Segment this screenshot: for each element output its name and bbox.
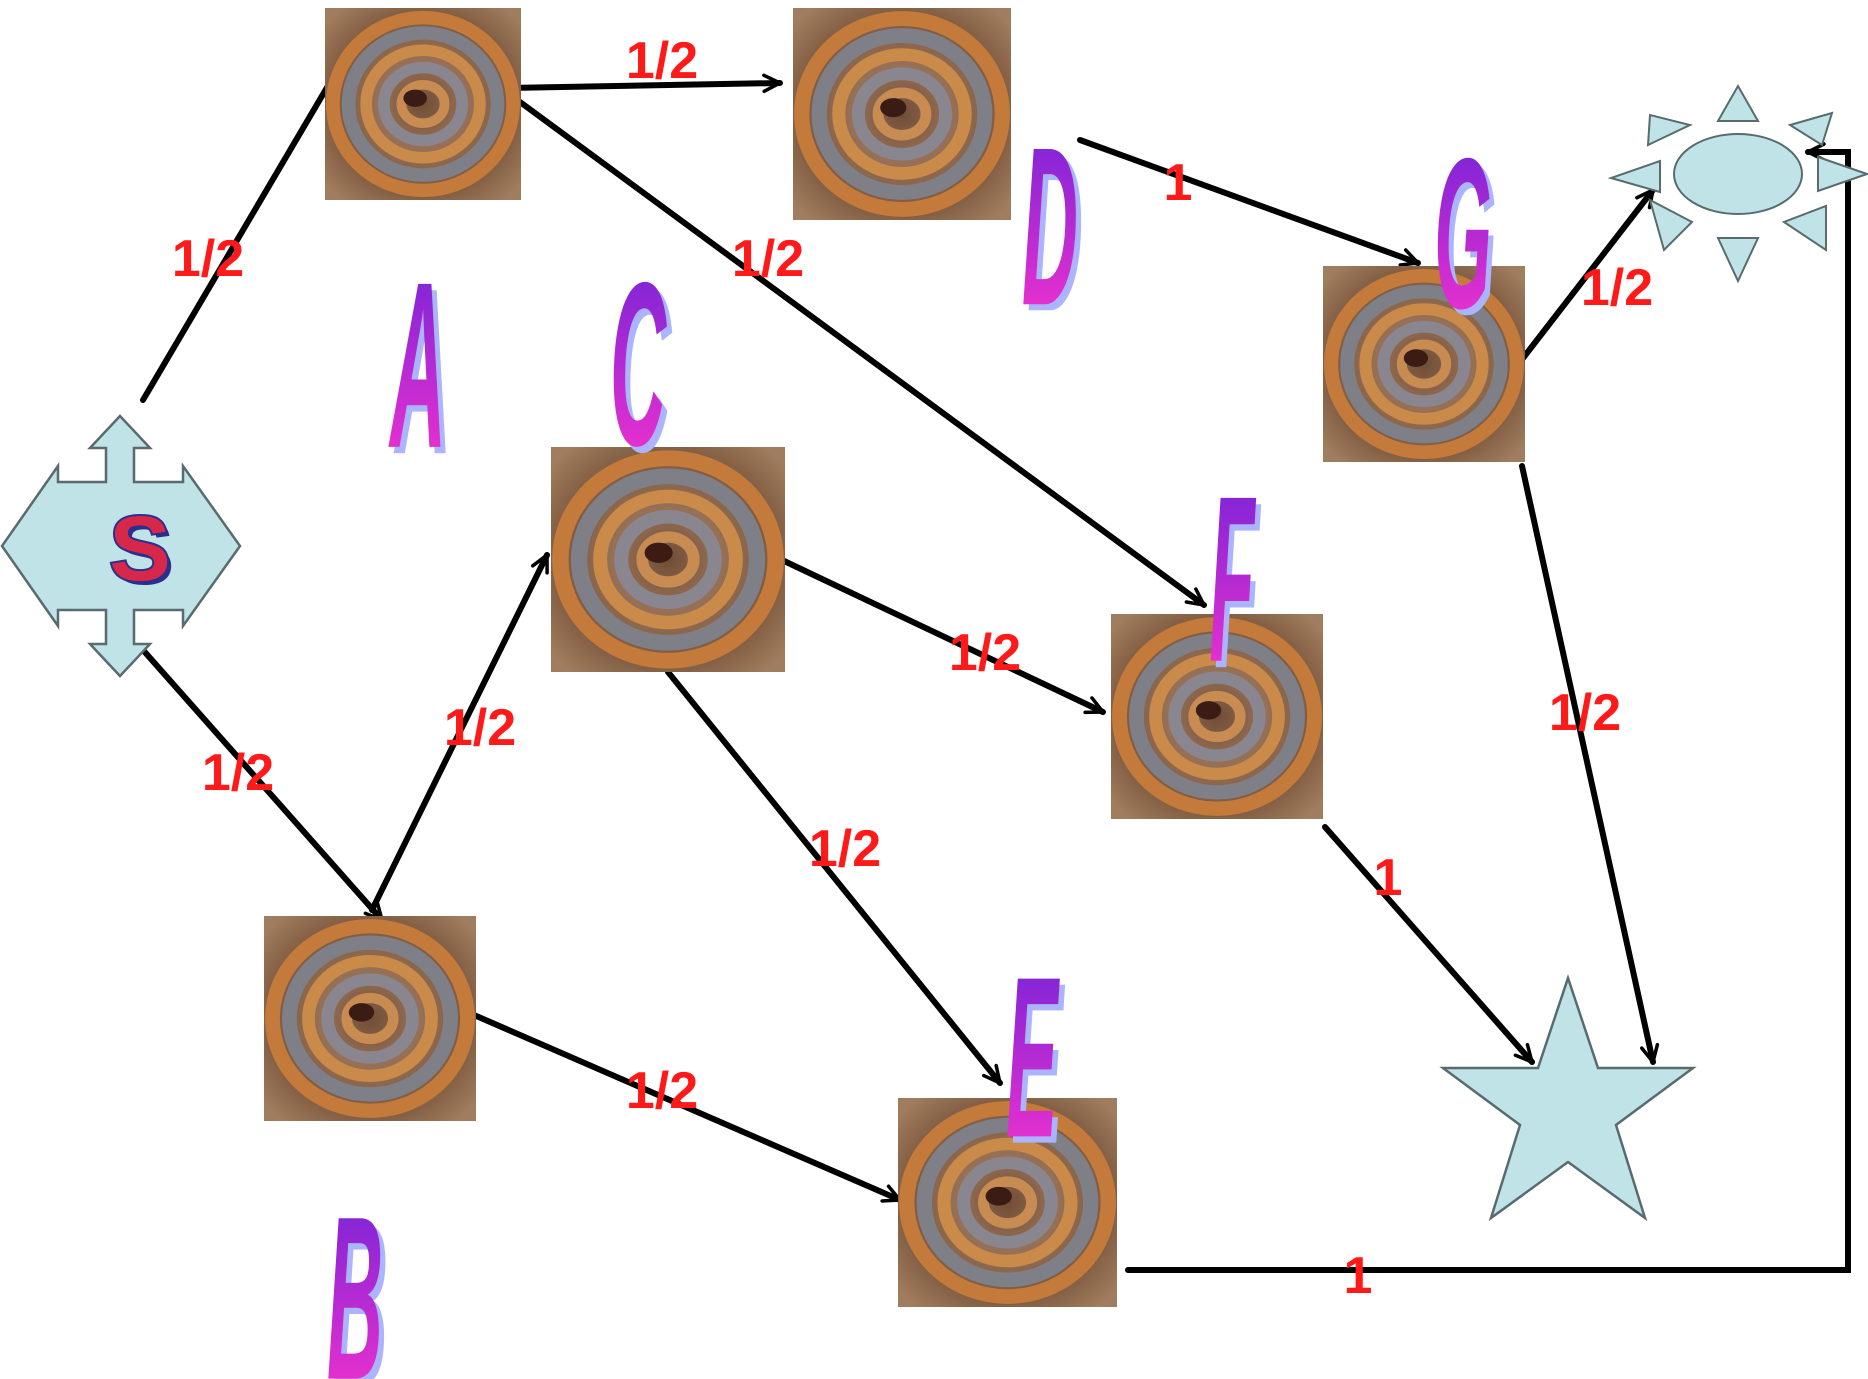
edge-label-c-f: 1/2 — [949, 624, 1021, 682]
edge-label-f-star: 1 — [1374, 849, 1403, 907]
node-a — [325, 8, 521, 200]
edge-g-sun — [1517, 187, 1656, 365]
edge-c-e — [665, 669, 1003, 1086]
start-node: S S — [0, 414, 242, 678]
node-label-c: C — [610, 234, 667, 494]
node-label-a: A — [388, 233, 446, 498]
edge-label-b-c: 1/2 — [444, 699, 516, 757]
node-label-d: D — [1022, 100, 1078, 353]
star-terminal — [1439, 974, 1697, 1222]
stone-b-icon — [264, 916, 476, 1121]
edge-label-d-g: 1 — [1164, 154, 1193, 212]
edge-label-a-f: 1/2 — [732, 230, 804, 288]
edge-label-e-sun: 1 — [1344, 1247, 1373, 1305]
edge-s-a — [140, 59, 345, 403]
edge-a-f — [517, 99, 1207, 608]
edge-b-e — [471, 1012, 903, 1203]
sun-icon — [1607, 83, 1868, 284]
node-letters: A A C C D D G G F F E E B B — [327, 100, 1497, 1379]
star-icon — [1439, 974, 1697, 1222]
edges — [140, 59, 1851, 1273]
stone-a-icon — [325, 8, 521, 200]
node-label-g: G — [1434, 115, 1492, 354]
node-label-g-shadow: G — [1439, 121, 1497, 360]
node-b — [264, 916, 476, 1121]
node-label-f-shadow: F — [1214, 454, 1261, 719]
edge-a-d — [503, 73, 783, 94]
start-label-shadow: S — [113, 502, 174, 604]
node-label-b-shadow: B — [332, 1174, 388, 1379]
node-label-b: B — [327, 1168, 383, 1379]
edge-label-b-e: 1/2 — [626, 1062, 698, 1120]
edge-label-s-a: 1/2 — [172, 230, 244, 288]
edge-c-f — [779, 557, 1106, 715]
stone-d-icon — [793, 8, 1011, 220]
edge-label-s-b: 1/2 — [202, 744, 274, 802]
edge-s-b — [140, 647, 385, 923]
edge-d-g — [1077, 137, 1421, 267]
edge-label-c-e: 1/2 — [809, 820, 881, 878]
node-label-f: F — [1209, 448, 1256, 713]
four-way-arrow-icon — [0, 414, 242, 678]
edge-f-star — [1322, 824, 1535, 1065]
start-label: S — [109, 498, 170, 600]
edge-label-a-d: 1/2 — [626, 32, 698, 90]
sun-terminal — [1607, 83, 1868, 284]
node-d — [793, 8, 1011, 220]
edge-label-g-sun: 1/2 — [1581, 259, 1653, 317]
node-label-c-shadow: C — [615, 240, 672, 500]
edge-label-g-star: 1/2 — [1549, 684, 1621, 742]
edge-e-sun — [1125, 142, 1851, 1273]
edge-g-star — [1519, 463, 1660, 1065]
node-label-d-shadow: D — [1027, 106, 1083, 359]
node-label-e: E — [1006, 930, 1060, 1186]
edge-b-c — [369, 552, 550, 913]
node-label-a-shadow: A — [393, 240, 451, 505]
node-label-e-shadow: E — [1011, 936, 1065, 1192]
edge-labels: 1/2 1/2 1/2 1/2 1/2 1/2 1/2 1/2 1 1/2 1/… — [172, 32, 1653, 1305]
